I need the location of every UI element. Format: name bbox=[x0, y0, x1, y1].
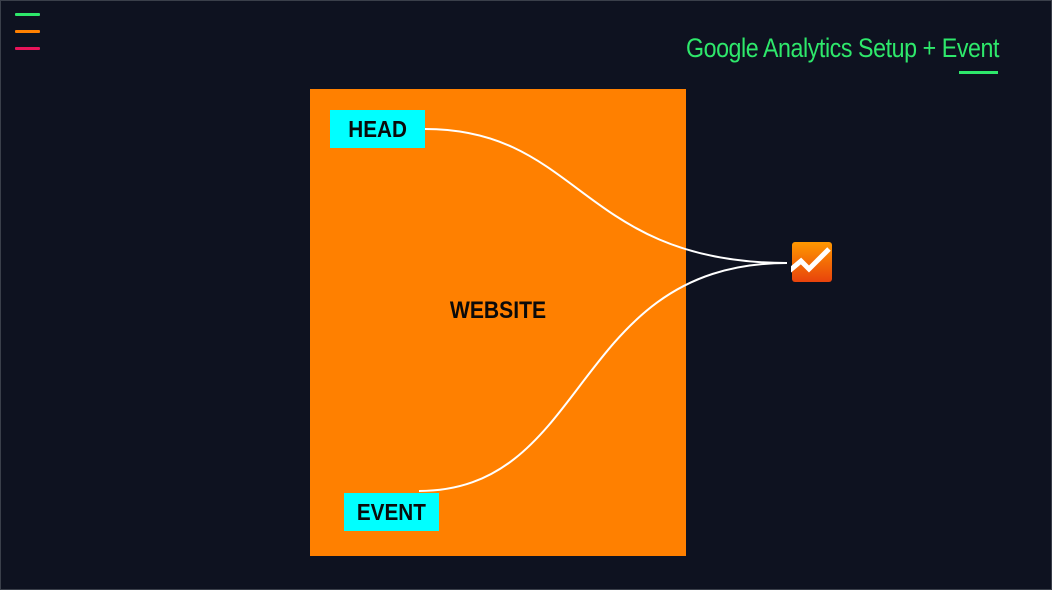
menu-bar-green bbox=[15, 13, 40, 16]
website-label: WEBSITE bbox=[449, 297, 547, 324]
website-box: WEBSITE bbox=[310, 89, 686, 556]
google-analytics-icon bbox=[791, 242, 832, 282]
icon-tile bbox=[792, 242, 832, 282]
event-tag-label: EVENT bbox=[356, 499, 427, 525]
event-tag: EVENT bbox=[344, 493, 439, 531]
hamburger-menu-button[interactable] bbox=[15, 11, 41, 53]
icon-trend-line bbox=[791, 247, 831, 273]
head-tag-label: HEAD bbox=[348, 116, 407, 142]
menu-bar-orange bbox=[15, 30, 40, 33]
slide-title: Google Analytics Setup + Event bbox=[685, 33, 999, 63]
menu-bar-red bbox=[15, 47, 40, 50]
title-underline-accent bbox=[959, 71, 998, 74]
head-tag: HEAD bbox=[330, 110, 425, 148]
